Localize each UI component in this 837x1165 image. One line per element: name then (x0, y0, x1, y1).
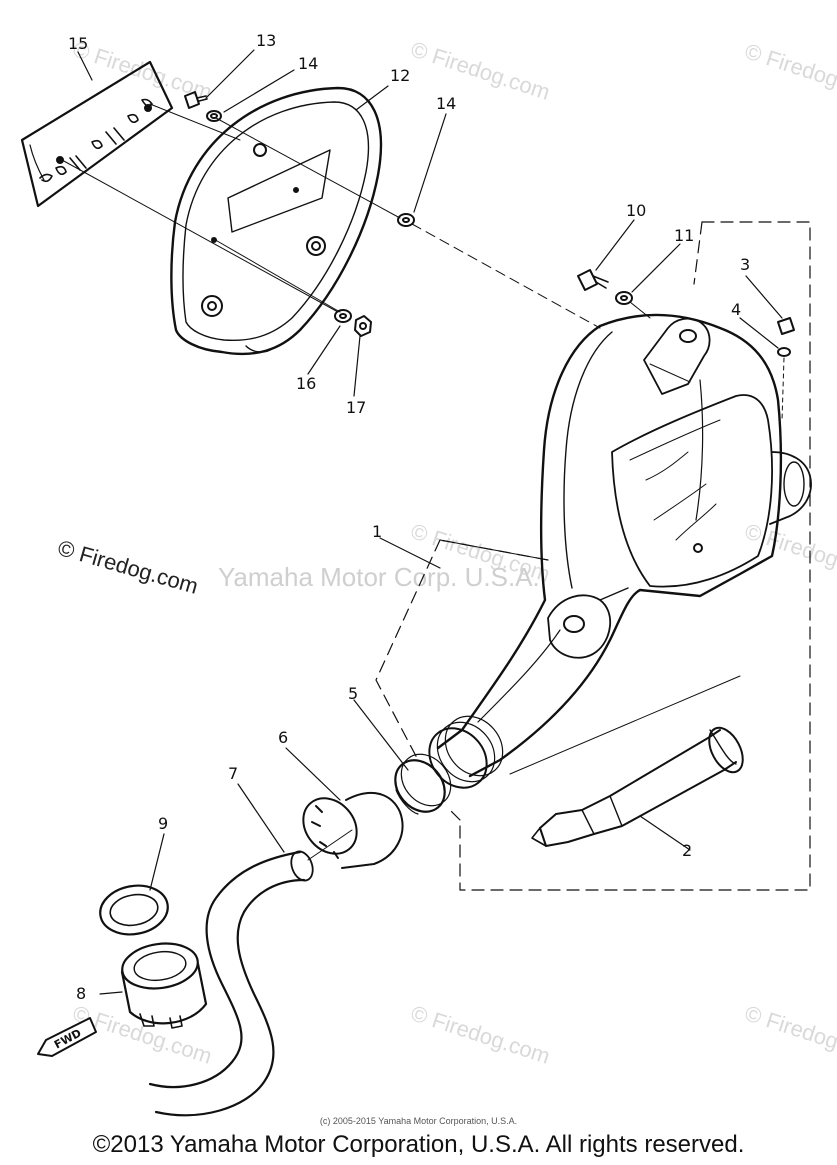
assembly-boundary (375, 221, 811, 891)
small-copyright: (c) 2005-2015 Yamaha Motor Corporation, … (319, 1116, 518, 1126)
callout-13: 13 (256, 31, 277, 50)
callout-5: 5 (348, 684, 359, 703)
part-13-screw (184, 91, 208, 109)
part-12-cover (170, 86, 383, 356)
assembly-line-pipe (307, 829, 353, 861)
emblem-lettering (39, 98, 153, 183)
part-6-joint (302, 791, 404, 869)
callout-8: 8 (76, 984, 87, 1003)
part-3-screw (777, 317, 795, 335)
fwd-arrow (37, 1017, 97, 1057)
part-9-gasket (99, 884, 169, 936)
callout-6: 6 (278, 728, 289, 747)
callout-10: 10 (626, 201, 647, 220)
callout-14-upper: 14 (298, 54, 319, 73)
watermark-yamaha: Yamaha Motor Corp. U.S.A. (218, 562, 540, 592)
part-16-washer (334, 309, 352, 323)
callout-1: 1 (372, 522, 383, 541)
part-15-emblem-plate (20, 60, 174, 208)
copyright-notice: ©2013 Yamaha Motor Corporation, U.S.A. A… (92, 1131, 745, 1158)
assembly-lines-upper (61, 103, 601, 329)
part-10-bolt (577, 269, 609, 291)
part-14-washer-upper (206, 110, 222, 122)
callout-12: 12 (390, 66, 411, 85)
assembly-line-screw (781, 357, 785, 421)
callout-4: 4 (731, 300, 742, 319)
part-4-washer (777, 347, 791, 357)
callout-7: 7 (228, 764, 239, 783)
callout-14-right: 14 (436, 94, 457, 113)
part-17-nut (354, 315, 372, 337)
part-7-exhaust-pipe (148, 850, 314, 1117)
part-8-ring-nut (120, 942, 208, 1029)
callout-16: 16 (296, 374, 317, 393)
assembly-line-silencer (509, 675, 741, 775)
callout-9: 9 (158, 814, 169, 833)
part-11-washer (615, 291, 633, 305)
part-14-washer-right (397, 213, 415, 227)
part-5-gasket (394, 753, 452, 815)
callout-2: 2 (682, 841, 693, 860)
assembly-line-1 (439, 539, 549, 561)
callout-11: 11 (674, 226, 695, 245)
part-2-silencer (531, 726, 744, 847)
callout-17: 17 (346, 398, 367, 417)
callout-15: 15 (68, 34, 89, 53)
callout-3: 3 (740, 255, 751, 274)
leader-lines (77, 49, 783, 995)
part-1-muffler (428, 313, 812, 789)
